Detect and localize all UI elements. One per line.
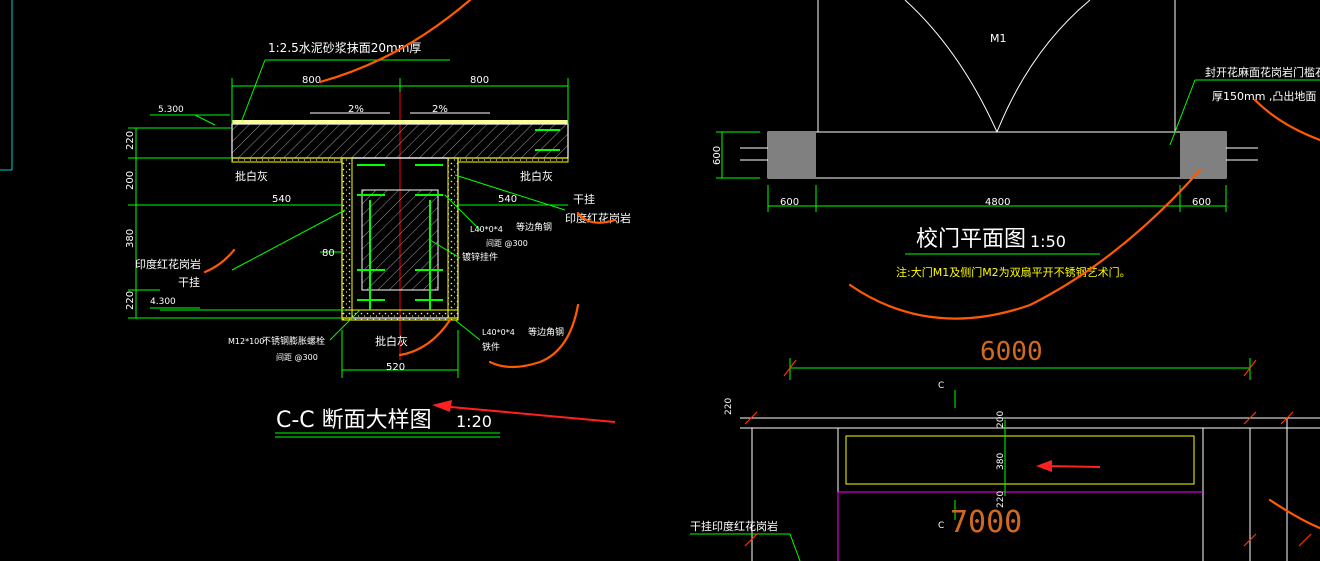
pillar-right — [1180, 132, 1226, 178]
slab-finish-layer — [232, 120, 568, 124]
elevation-outline — [740, 417, 1320, 561]
door-swing-m1 — [817, 0, 1176, 133]
elevation-dim-ticks — [744, 359, 1312, 547]
galv-hanger: 镀锌挂件 — [462, 251, 498, 263]
dim-left-top: 800 — [302, 75, 321, 86]
angle-steel-1: L40*0*4 — [470, 225, 503, 234]
arrow-head-section-icon — [432, 400, 452, 412]
dry-hang-right: 干挂 — [573, 192, 595, 206]
dim-v-220-bottom: 220 — [125, 291, 136, 310]
stem-stone-left — [341, 157, 353, 319]
bolt-spacing: 间距 @300 — [276, 353, 318, 362]
plan-dim-right: 600 — [1192, 197, 1211, 208]
slope-right: 2% — [432, 104, 448, 115]
plaster-bottom: 批白灰 — [375, 334, 408, 348]
plan-note: 注:大门M1及侧门M2为双扇平开不锈钢艺术门。 — [896, 265, 1131, 279]
pillar-ties — [740, 147, 1258, 161]
bolt-spec: M12*100 — [228, 337, 264, 346]
elev-dim-7000: 7000 — [950, 505, 1022, 540]
dim-540-left: 540 — [272, 194, 291, 205]
elev-dim-220-low: 220 — [996, 491, 1006, 508]
plan-dimension-lines — [716, 79, 1320, 255]
elev-dim-200: 200 — [996, 411, 1006, 428]
plan-note-2: 厚150mm ,凸出地面 — [1212, 89, 1316, 103]
elev-dim-220-left: 220 — [724, 398, 734, 415]
dim-v-200: 200 — [125, 171, 136, 190]
plan-note-1: 封开花麻面花岗岩门槛石宽 — [1205, 65, 1320, 79]
angle-steel-2-note2: 铁件 — [482, 341, 500, 353]
section-text: 1:2.5水泥砂浆抹面20mm厚 5.300 4.300 800 800 2% … — [125, 40, 631, 433]
slab-plaster-left — [231, 157, 343, 163]
plan-text: M1 封开花麻面花岗岩门槛石宽 厚150mm ,凸出地面 600 600 480… — [712, 32, 1320, 279]
bolt-note: 不锈钢膨胀螺栓 — [262, 335, 325, 347]
section-title-underline — [275, 432, 500, 438]
angle-steel-2: L40*0*4 — [482, 328, 515, 337]
angle-steel-1-note: 等边角钢 — [516, 221, 552, 233]
plaster-left: 批白灰 — [235, 169, 268, 183]
stone-left: 印度红花岗岩 — [135, 257, 201, 271]
plan-dim-left: 600 — [780, 197, 799, 208]
t-stem-core — [361, 189, 439, 291]
elev-top: 5.300 — [158, 105, 184, 115]
elev-dim-380: 380 — [996, 453, 1006, 470]
dim-right-top: 800 — [470, 75, 489, 86]
finish-note: 1:2.5水泥砂浆抹面20mm厚 — [268, 40, 421, 55]
angle-steel-2-note: 等边角钢 — [528, 326, 564, 338]
section-detail — [128, 59, 569, 438]
elev-bottom: 4.300 — [150, 297, 176, 307]
dim-v-220-top: 220 — [125, 131, 136, 150]
elevation-magenta-lines — [837, 491, 1203, 561]
plan-dim-mid: 4800 — [985, 197, 1010, 208]
stone-right: 印度红花岗岩 — [565, 211, 631, 225]
frame-left-edge — [0, 0, 13, 171]
dim-v-380: 380 — [125, 229, 136, 248]
elevation-beam-panel — [845, 435, 1195, 485]
plan-dim-height: 600 — [712, 146, 723, 165]
dim-80: 80 — [322, 248, 335, 259]
stem-stone-bottom — [341, 309, 459, 321]
hand-markup-strokes — [203, 0, 1320, 530]
slab-plaster-right — [457, 157, 569, 163]
elevation-text: 6000 7000 C C 220 200 380 220 干挂印度红花岗岩 — [690, 337, 1043, 540]
dim-540-right: 540 — [498, 194, 517, 205]
elev-stone-note: 干挂印度红花岗岩 — [690, 519, 778, 533]
dry-hang-left: 干挂 — [178, 275, 200, 289]
top-slab — [231, 123, 569, 159]
section-mark-top: C — [938, 381, 944, 391]
dim-520: 520 — [386, 362, 405, 373]
gate-plan — [716, 0, 1320, 255]
gate-elevation — [690, 358, 1320, 561]
section-scale: 1:20 — [456, 412, 492, 431]
gate-threshold — [767, 131, 1227, 179]
door-label: M1 — [990, 32, 1007, 45]
section-title: C-C 断面大样图 — [276, 408, 432, 433]
red-markup-arrows — [432, 400, 1101, 472]
elevation-dimension-lines — [690, 358, 1251, 561]
section-dimension-lines — [128, 59, 569, 378]
section-mark-bottom: C — [938, 521, 944, 531]
spacing-1: 间距 @300 — [486, 239, 528, 248]
plaster-right: 批白灰 — [520, 169, 553, 183]
slope-left: 2% — [348, 104, 364, 115]
pillar-left — [768, 132, 816, 178]
plan-title: 校门平面图 — [916, 227, 1026, 252]
elev-dim-6000: 6000 — [980, 337, 1043, 367]
plan-scale: 1:50 — [1030, 232, 1066, 251]
anchor-bolts — [357, 129, 560, 310]
stem-stone-right — [447, 157, 459, 319]
arrow-head-elevation-icon — [1036, 460, 1052, 472]
